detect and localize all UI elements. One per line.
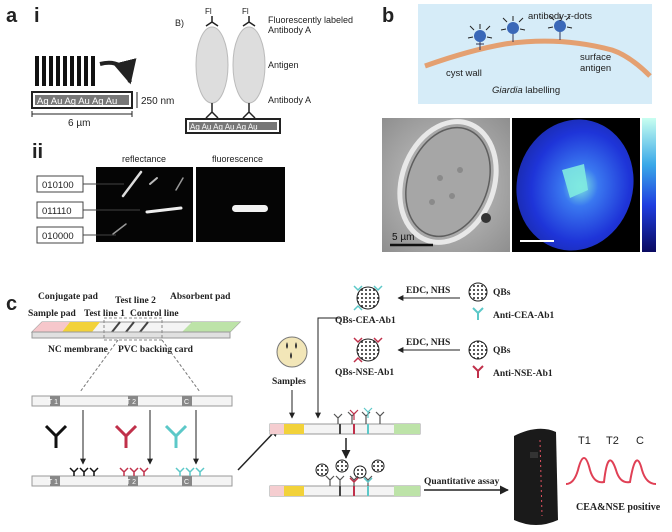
antigen-shape-2: [232, 26, 266, 104]
fl-label-1: Fl: [205, 7, 212, 16]
cyst-wall-label: cyst wall: [446, 68, 482, 79]
peak-t2: T2: [606, 435, 619, 447]
qb-nse-bead: [353, 337, 383, 363]
tau-dot-3: [547, 14, 573, 40]
qb-icon-2: [468, 340, 488, 360]
scale-label-b: 5 µm: [392, 232, 414, 243]
edc-nhs-2: EDC, NHS: [406, 338, 450, 348]
code-box-2: 011110: [36, 201, 84, 219]
code-2: 011110: [42, 206, 72, 217]
tau-dot-1: [467, 24, 493, 50]
edc-nhs-1: EDC, NHS: [406, 286, 450, 296]
positive-label: CEA&NSE positive: [576, 502, 661, 513]
anti-nse-icon: [472, 365, 484, 378]
sample-pad-label: Sample pad: [28, 309, 76, 319]
b-label: B): [175, 18, 184, 28]
qbs-label-2: QBs: [493, 346, 511, 356]
antibody-assembly-2: Fl: [232, 7, 266, 119]
antibody-assembly-1: Fl: [195, 7, 229, 119]
code-box-1: 010100: [36, 175, 84, 193]
reflectance-label: reflectance: [122, 154, 166, 164]
strip-bottom-c: C: [184, 479, 189, 486]
conjugate-pad-label: Conjugate pad: [38, 292, 99, 302]
nanorod-b-text: Ag Au Ag Au Ag Au: [190, 123, 258, 132]
pvc-label: PVC backing card: [118, 345, 194, 355]
panel-b: b antibody-τ-dots cyst wall surface anti…: [382, 4, 656, 252]
strip-top-t1: T 1: [48, 399, 58, 406]
control-line-label: Control line: [130, 309, 179, 319]
strip-middle: [269, 407, 421, 435]
antibody-a-label: Antibody A: [268, 95, 311, 105]
signal-curve: [565, 457, 657, 485]
reflectance-image: [96, 167, 193, 242]
antigen-label-b: antigen: [580, 63, 611, 74]
samples-drop-icon: [276, 336, 308, 368]
antigen-label-a: Antigen: [268, 60, 299, 70]
dim-height: 250 nm: [141, 96, 174, 107]
anti-nse-label: Anti-NSE-Ab1: [493, 369, 553, 379]
test-line-2-label: Test line 2: [115, 296, 156, 306]
sub-ii-label: ii: [32, 141, 43, 163]
panel-c: c Conjugate pad Test line 2 Sample pad T…: [6, 282, 661, 525]
anti-cea-label: Anti-CEA-Ab1: [493, 311, 554, 321]
code-3: 010000: [42, 231, 74, 242]
strip-bottom: T 1 T 2 C: [31, 467, 233, 487]
panel-c-label: c: [6, 293, 17, 315]
quant-assay-label: Quantitative assay: [424, 477, 499, 487]
anti-cea-icon: [472, 307, 484, 320]
fluor-antibody-label: Fluorescently labeled: [268, 15, 353, 25]
peak-c: C: [636, 435, 644, 447]
tau-dot-2: [500, 16, 526, 42]
panel-b-label: b: [382, 5, 394, 27]
panel-a: a i Ag Au Ag Au Ag Au 250 nm 6 µm B) Fl: [6, 5, 353, 244]
lateral-flow-strip-3d: [30, 317, 242, 341]
qbs-label-1: QBs: [493, 288, 511, 298]
colorbar: [642, 118, 656, 252]
strip-result: [269, 459, 421, 497]
cyan-antibody-icon: [164, 424, 188, 448]
reader-device: [514, 428, 558, 525]
sub-i-label: i: [34, 5, 40, 27]
giardia-label: Giardia labelling: [492, 85, 560, 96]
qb-cea-bead: [353, 285, 383, 311]
nc-membrane-label: NC membrane: [48, 345, 108, 355]
cyst-wall-curve: [424, 38, 652, 78]
fluor-antibody-label-2: Antibody A: [268, 25, 311, 35]
strip-bottom-t1: T 1: [48, 479, 58, 486]
code-box-3: 010000: [36, 226, 84, 244]
qbs-nse-label: QBs-NSE-Ab1: [335, 368, 394, 378]
surface-label: surface: [580, 52, 611, 63]
strip-bottom-t2: T 2: [126, 479, 136, 486]
fluorescence-label: fluorescence: [212, 154, 263, 164]
test-line-1-label: Test line 1: [84, 309, 125, 319]
red-antibody-icon: [114, 424, 138, 448]
strip-top: T 1 T 2 C: [31, 395, 233, 407]
samples-label: Samples: [272, 377, 306, 387]
strip-top-t2: T 2: [126, 399, 136, 406]
nanorod-i-text: Ag Au Ag Au Ag Au: [37, 96, 117, 107]
panel-a-label: a: [6, 5, 18, 27]
fl-label-2: Fl: [242, 7, 249, 16]
qbs-cea-label: QBs-CEA-Ab1: [335, 316, 396, 326]
code-1: 010100: [42, 180, 74, 191]
absorbent-pad-label: Absorbent pad: [170, 292, 231, 302]
black-antibody-icon: [44, 424, 68, 448]
dim-width: 6 µm: [68, 118, 90, 129]
antigen-shape-1: [195, 26, 229, 104]
qb-icon-1: [468, 282, 488, 302]
fluorescence-image: [196, 167, 285, 242]
strip-top-c: C: [184, 399, 189, 406]
peak-t1: T1: [578, 435, 591, 447]
barcode-icon: [35, 56, 95, 86]
antibody-dots-label: antibody-τ-dots: [528, 11, 592, 22]
curved-arrow-icon: [99, 58, 137, 85]
